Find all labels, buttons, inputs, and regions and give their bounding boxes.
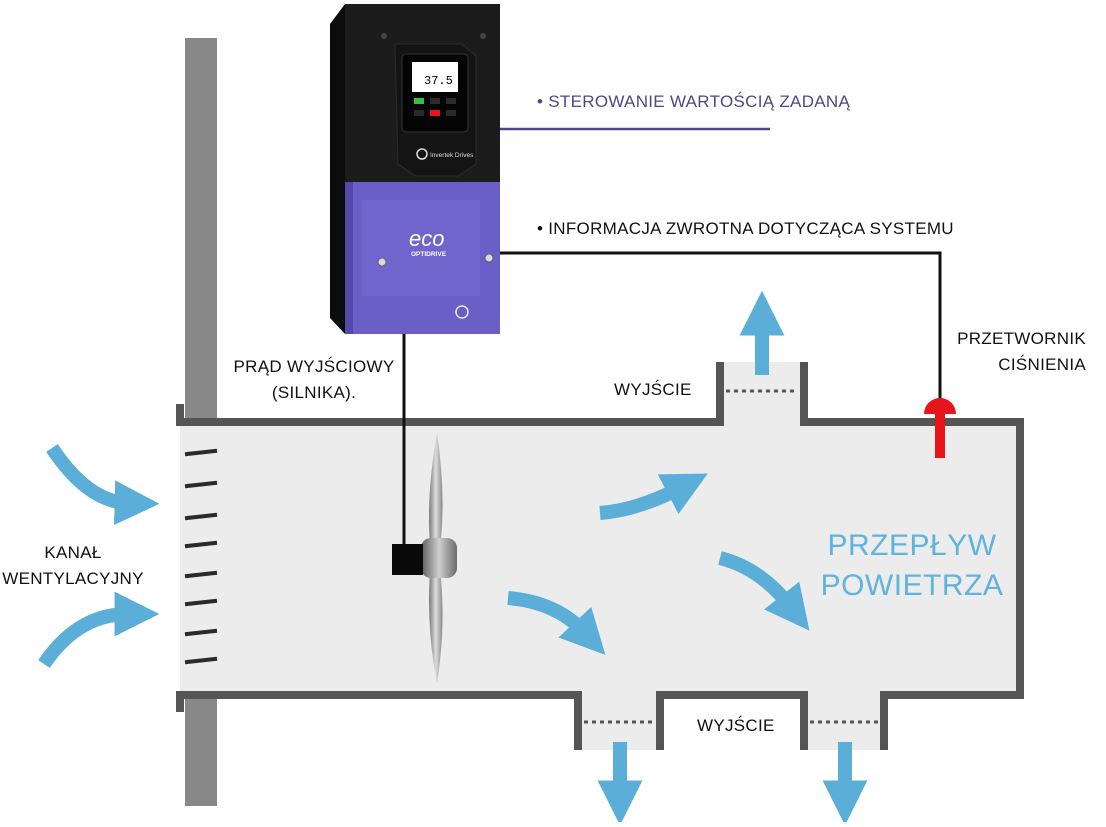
transducer-line-1: PRZETWORNIK xyxy=(957,329,1086,348)
outlet-top-label: WYJŚCIE xyxy=(614,380,692,399)
fan-motor xyxy=(392,544,423,575)
duct-walls xyxy=(176,362,1024,750)
fan-blade-lower xyxy=(429,560,443,684)
maker-name: Invertek Drives xyxy=(430,152,474,159)
outlet-bottom-label: WYJŚCIE xyxy=(697,716,775,735)
outlet-dotted-lines xyxy=(584,389,878,724)
setpoint-label: • STEROWANIE WARTOŚCIĄ ZADANĄ xyxy=(537,92,851,111)
output-current-line-1: PRĄD WYJŚCIOWY xyxy=(233,357,395,376)
duct-label: KANAŁ WENTYLACYJNY xyxy=(0,540,146,592)
airflow-line-1: PRZEPŁYW xyxy=(827,529,997,562)
maker-logo-icon xyxy=(416,148,428,160)
eco-logo: eco xyxy=(409,226,444,251)
fan-blade-upper xyxy=(429,433,443,556)
corner-screw-icon xyxy=(381,33,387,39)
cover-screw-right-icon xyxy=(484,253,494,263)
output-current-line-2: (SILNIKA). xyxy=(271,383,357,402)
corner-screw-icon xyxy=(480,33,486,39)
fan-hub xyxy=(421,538,457,578)
drive-keypad xyxy=(414,98,456,116)
drive-screen xyxy=(412,62,458,92)
flow-arrow-lower xyxy=(507,591,606,655)
drive-display-value: 37.5 xyxy=(424,74,453,88)
certification-mark-icon xyxy=(455,305,469,319)
duct-interior xyxy=(180,362,1020,750)
output-current-label: PRĄD WYJŚCIOWY (SILNIKA). xyxy=(228,354,400,406)
duct-line-2: WENTYLACYJNY xyxy=(2,569,144,588)
airflow-line-2: POWIETRZA xyxy=(820,569,1004,602)
feedback-label: • INFORMACJA ZWROTNA DOTYCZĄCA SYSTEMU xyxy=(537,219,954,238)
airflow-label: PRZEPŁYW POWIETRZA xyxy=(820,526,1004,606)
transducer-line-2: CIŚNIENIA xyxy=(998,355,1086,374)
optidrive-wordmark: OPTIDRIVE xyxy=(411,251,447,258)
transducer-label: PRZETWORNIK CIŚNIENIA xyxy=(950,326,1086,378)
intake-louvres xyxy=(184,448,218,665)
intake-arrow-upper xyxy=(46,444,160,526)
optidrive-unit: 37.5 Invertek Drives eco OPTIDRIVE xyxy=(330,4,500,334)
airflow-arrows xyxy=(38,290,868,826)
fan xyxy=(392,433,457,684)
flow-arrow-upper xyxy=(599,473,708,520)
cover-screw-left-icon xyxy=(377,257,387,267)
flow-arrow-right xyxy=(718,551,810,631)
drive-side-panel xyxy=(330,4,345,334)
intake-arrow-lower xyxy=(38,591,160,669)
pressure-sensor xyxy=(924,398,956,458)
duct-line-1: KANAŁ xyxy=(44,543,102,562)
feedback-wire xyxy=(500,251,942,402)
